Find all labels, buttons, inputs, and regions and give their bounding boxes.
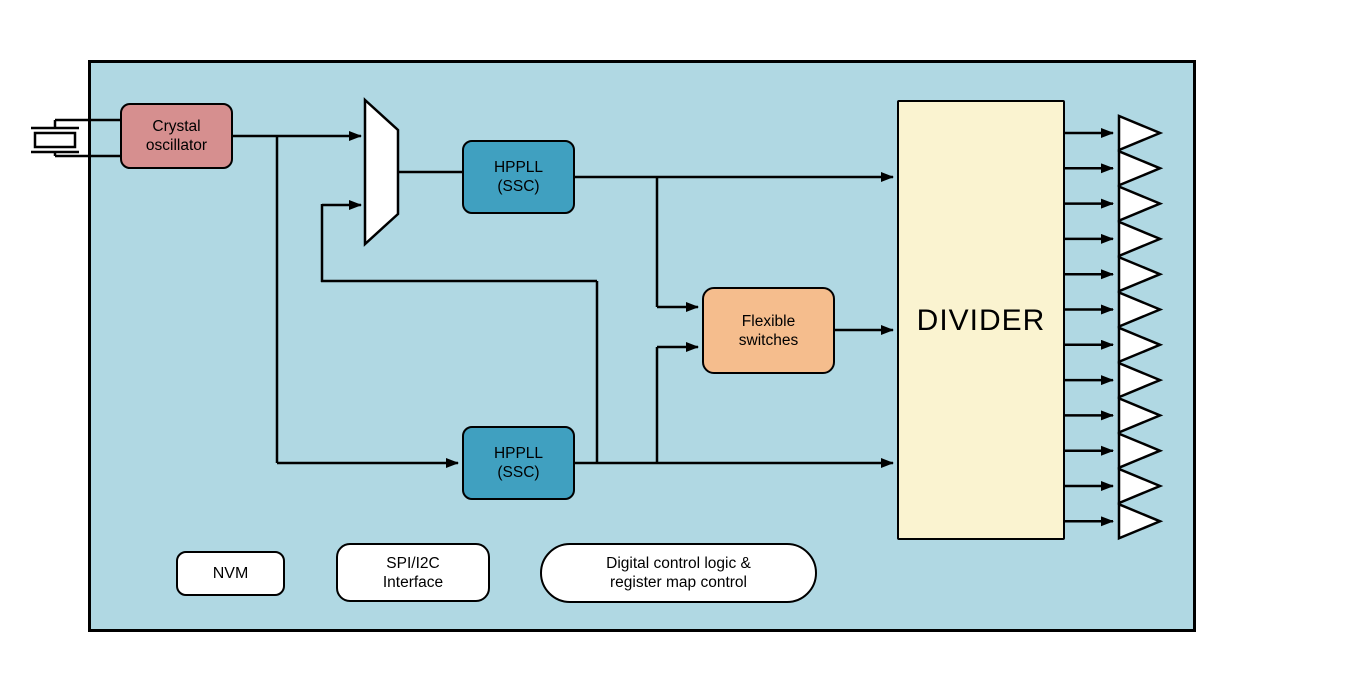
hppll-top-label-line1: HPPLL	[493, 159, 544, 176]
output-buffer-icon	[1117, 220, 1164, 258]
spi-i2c-label-line2: Interface	[382, 573, 444, 591]
hppll-bottom-label-line2: (SSC)	[497, 464, 540, 481]
divider-label: DIVIDER	[916, 303, 1046, 337]
output-buffer-icon	[1117, 431, 1164, 470]
digital-control-label-line1: Digital control logic &	[606, 555, 751, 572]
hppll-bottom-block: HPPLL (SSC)	[462, 426, 575, 500]
digital-control-block: Digital control logic & register map con…	[540, 543, 817, 603]
output-buffer-icon	[1117, 325, 1164, 364]
output-buffer-icon	[1117, 114, 1164, 152]
output-buffers	[1065, 114, 1164, 541]
flexible-switches-label-line1: Flexible	[741, 312, 796, 330]
output-buffer-icon	[1117, 467, 1164, 505]
output-buffer-icon	[1117, 149, 1164, 188]
nvm-label: NVM	[212, 565, 249, 582]
crystal-icon	[31, 118, 122, 158]
mux-icon	[363, 97, 400, 247]
divider-block: DIVIDER	[897, 100, 1065, 540]
spi-i2c-label-line1: SPI/I2C	[386, 554, 440, 572]
output-buffer-icon	[1117, 184, 1164, 223]
crystal-oscillator-block: Crystal oscillator	[120, 103, 233, 169]
output-buffer-icon	[1117, 361, 1164, 399]
spi-i2c-interface-block: SPI/I2C Interface	[336, 543, 490, 602]
output-buffer-icon	[1117, 396, 1164, 435]
hppll-bottom-label-line1: HPPLL	[493, 445, 544, 462]
signal-wires	[233, 131, 894, 468]
crystal-oscillator-label-line1: Crystal	[152, 118, 201, 135]
output-buffer-icon	[1117, 502, 1164, 541]
output-buffer-icon	[1117, 255, 1164, 294]
hppll-top-label-line2: (SSC)	[497, 178, 540, 195]
flexible-switches-block: Flexible switches	[702, 287, 835, 374]
digital-control-label-line2: register map control	[610, 574, 747, 591]
output-buffer-icon	[1117, 290, 1164, 329]
crystal-oscillator-label-line2: oscillator	[145, 137, 208, 154]
flexible-switches-label-line2: switches	[738, 331, 799, 349]
nvm-block: NVM	[176, 551, 285, 596]
hppll-top-block: HPPLL (SSC)	[462, 140, 575, 214]
